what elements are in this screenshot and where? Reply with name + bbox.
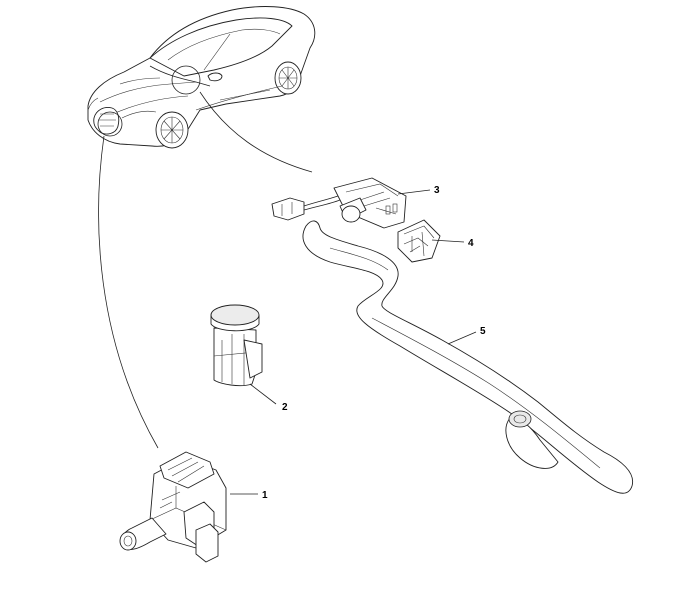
callout-2: 2 <box>282 402 288 413</box>
leader-line-2 <box>249 383 277 405</box>
car-illustration <box>87 6 316 149</box>
part-5-hose <box>302 220 634 494</box>
callout-4: 4 <box>468 238 474 249</box>
callout-3: 3 <box>434 185 440 196</box>
leader-curve-front <box>98 135 159 449</box>
callout-5: 5 <box>480 326 486 337</box>
leader-line-5 <box>447 331 477 345</box>
leader-line-4 <box>431 239 465 243</box>
leader-line-3 <box>397 189 431 195</box>
callout-1: 1 <box>262 490 268 501</box>
part-3-connector <box>271 177 407 229</box>
part-2-grommet <box>210 304 263 387</box>
leader-curve-cabin <box>199 91 313 173</box>
part-4-clip <box>397 219 441 263</box>
part-1-washer-pump <box>119 451 227 563</box>
